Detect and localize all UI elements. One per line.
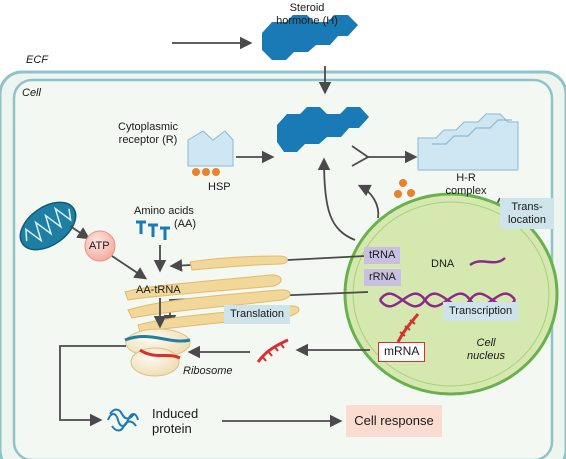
induced-protein-icon (107, 408, 139, 432)
translation-box: Translation (224, 305, 291, 324)
hr-complex-hormone (432, 119, 512, 145)
hsp-icon (407, 189, 415, 197)
aa-trna-label: AA-tRNA (136, 284, 181, 296)
cell-response-box: Cell response (346, 405, 442, 437)
ribosome-label: Ribosome (183, 365, 233, 377)
arrow-mito-atp (69, 225, 91, 240)
amino-acids-label: Amino acids (134, 205, 194, 217)
hsp-icon (399, 179, 407, 187)
arrow-atp (111, 255, 148, 280)
mrna-icon (399, 319, 416, 337)
dna-icon (469, 256, 506, 267)
arrow-nucleus-up (357, 184, 380, 219)
rrna-label: rRNA (364, 269, 401, 286)
hr-complex-icon (417, 113, 519, 171)
mrna-icon (124, 335, 191, 343)
arrow-rrna (163, 291, 369, 328)
arrow-nucleus-to-hormone (317, 157, 356, 241)
mrna-icon (261, 342, 285, 362)
ribosome-icon (130, 347, 180, 377)
ecf-label: ECF (26, 54, 48, 66)
mitochondrion-icon (19, 201, 77, 251)
transcription-box: Transcription (443, 302, 519, 321)
dna-icon (378, 292, 517, 308)
hsp-icon (394, 190, 402, 198)
translocation-box: Trans-location (500, 198, 554, 230)
aa-label: (AA) (174, 218, 196, 230)
hsp-icon (202, 168, 210, 176)
amino-acid-icon (136, 220, 170, 240)
arrow-to-induced-protein (59, 345, 126, 427)
trna-label: tRNA (364, 247, 401, 264)
steroid-hormone-icon (277, 107, 369, 152)
atp-icon (84, 230, 116, 262)
atp-label: ATP (89, 240, 110, 252)
dna-label: DNA (431, 258, 455, 270)
nucleus-inner (352, 201, 550, 387)
endoplasmic-reticulum-icon (124, 255, 300, 333)
mrna-label: mRNA (378, 342, 426, 362)
steroid-hormone-icon (262, 15, 358, 60)
hsp-label: HSP (208, 181, 231, 193)
hsp-icon (212, 168, 220, 176)
cell-label: Cell (22, 87, 41, 99)
mrna-icon (139, 348, 181, 360)
receptor-icon (187, 130, 234, 167)
hsp-icon (192, 168, 200, 176)
